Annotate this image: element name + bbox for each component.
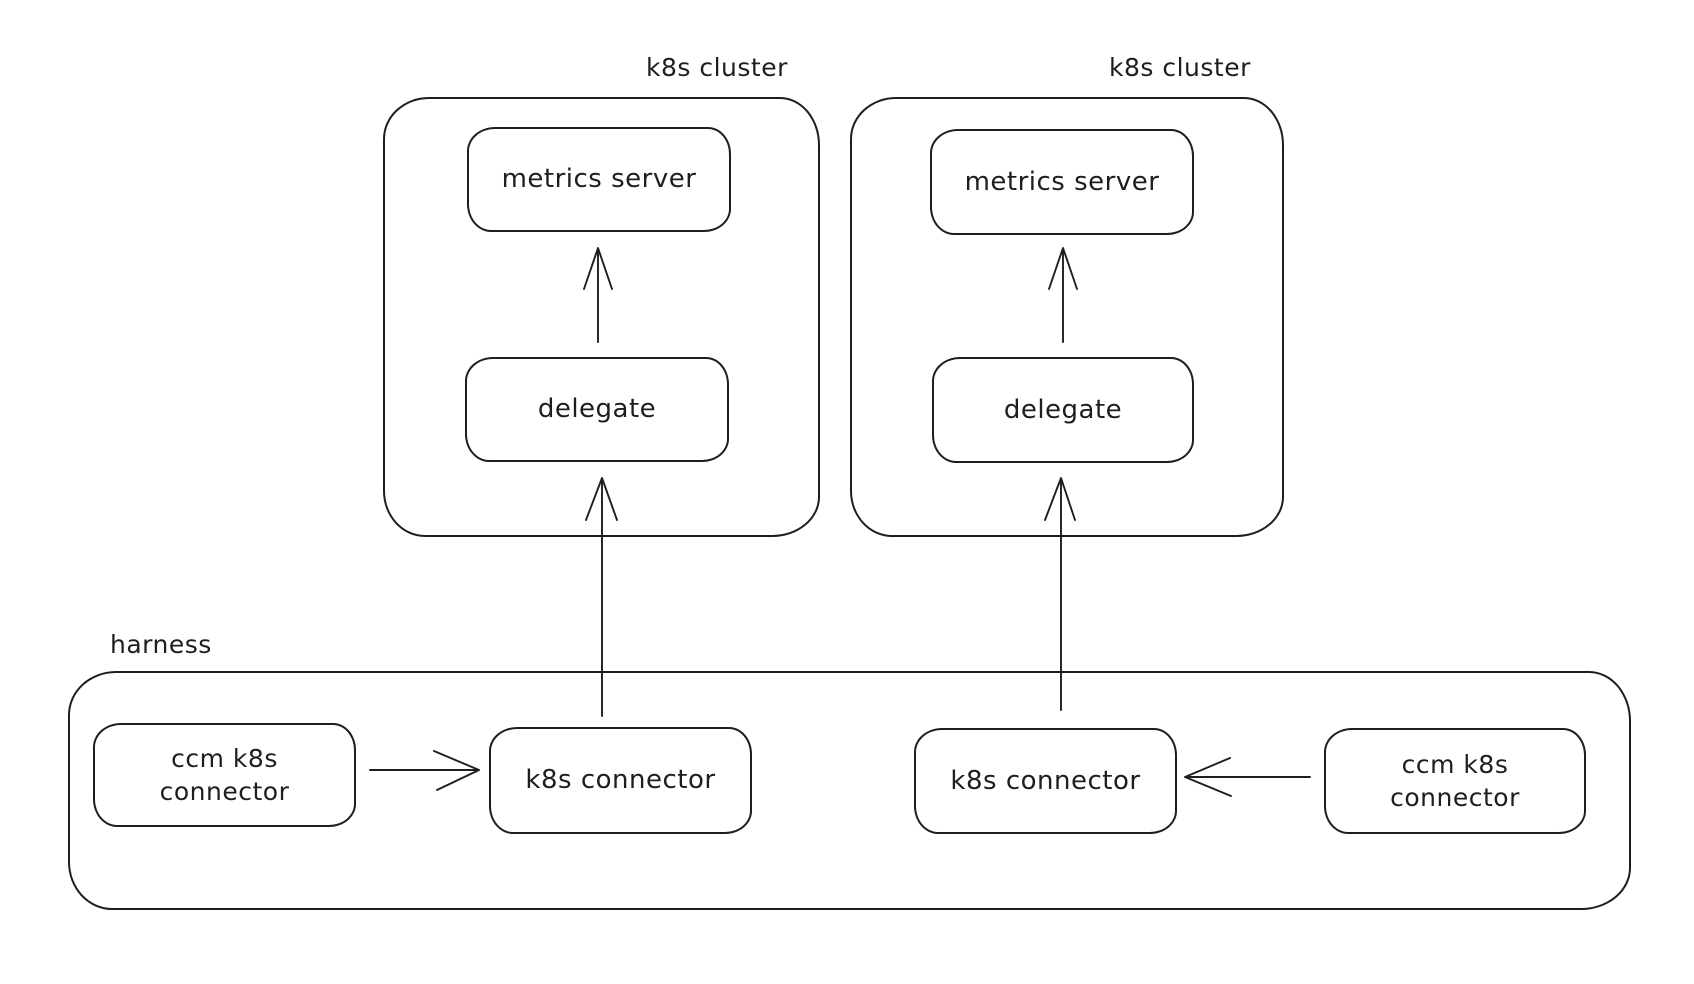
- ccm-k8s-connector-right-line1: ccm k8s: [1401, 750, 1509, 779]
- delegate-node-right: delegate: [932, 357, 1194, 463]
- delegate-node-left: delegate: [465, 357, 729, 462]
- ccm-k8s-connector-left-line1: ccm k8s: [171, 744, 278, 773]
- ccm-k8s-connector-left-line2: connector: [159, 777, 290, 806]
- k8s-connector-node-left: k8s connector: [489, 727, 752, 834]
- metrics-server-node-right: metrics server: [930, 129, 1194, 235]
- cluster-label-right: k8s cluster: [1109, 53, 1251, 82]
- cluster-label-left: k8s cluster: [646, 53, 788, 82]
- harness-label: harness: [110, 630, 212, 659]
- ccm-k8s-connector-node-right: ccm k8s connector: [1324, 728, 1586, 834]
- ccm-k8s-connector-node-left: ccm k8s connector: [93, 723, 356, 827]
- metrics-server-node-left: metrics server: [467, 127, 731, 232]
- k8s-connector-node-right: k8s connector: [914, 728, 1177, 834]
- ccm-k8s-connector-right-line2: connector: [1390, 783, 1520, 812]
